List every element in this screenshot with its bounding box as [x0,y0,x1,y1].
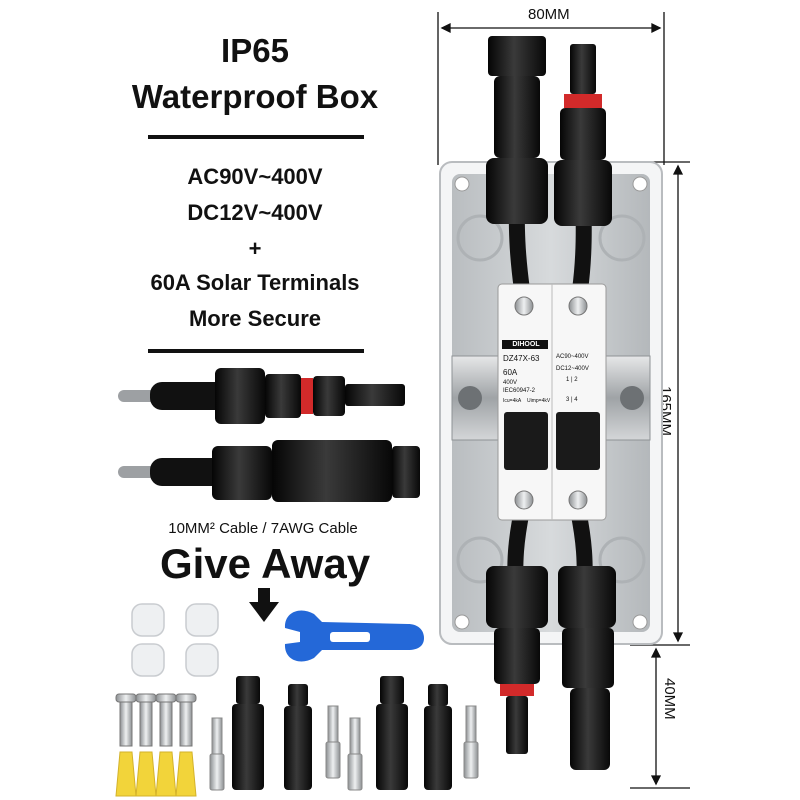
screws [115,693,197,747]
rubber-seals [131,603,219,677]
headline-ip65: IP65 [221,32,289,69]
dimension-connector-label: 40MM [661,678,678,720]
breaker-model: DZ47X-63 [503,354,540,363]
divider-top [148,135,364,139]
down-arrow-icon [249,588,279,622]
spec-secure: More Secure [188,306,322,331]
divider-bottom [148,349,364,353]
cable-assembly-top [118,368,405,424]
dimension-lines [437,12,690,789]
breaker-uimp: Uimp=4kV [527,398,551,404]
breaker-brand: DIHOOL [512,341,540,348]
breaker-ac-range: AC90~400V [556,354,589,360]
bottom-connectors [486,566,616,770]
breaker-poles-bottom: 3 | 4 [566,397,578,403]
spec-plus: + [248,236,262,261]
breaker-standard: IEC60947-2 [503,388,536,394]
breaker-rating: 60A [503,368,518,377]
breaker-dc-range: DC12~400V [556,366,589,372]
wrench-icon [284,610,424,662]
dimension-width-label: 80MM [528,6,570,23]
breaker-icu: Icu=4kA [503,398,522,404]
breaker-poles-top: 1 | 2 [566,377,578,383]
spec-dc: DC12V~400V [187,200,323,225]
cable-caption: 10MM² Cable / 7AWG Cable [168,520,358,537]
spare-connectors [232,676,452,790]
wall-plugs [115,751,197,797]
giveaway-title: Give Away [159,540,371,587]
cable-assembly-bottom [118,440,420,502]
spec-ac: AC90V~400V [187,164,323,189]
top-connectors [486,36,612,226]
spec-terminals: 60A Solar Terminals [150,270,360,295]
dimension-height-label: 165MM [657,386,674,437]
headline-waterproof-box: Waterproof Box [131,78,379,115]
metal-pins [209,705,479,791]
breaker-voltage: 400V [503,380,518,386]
